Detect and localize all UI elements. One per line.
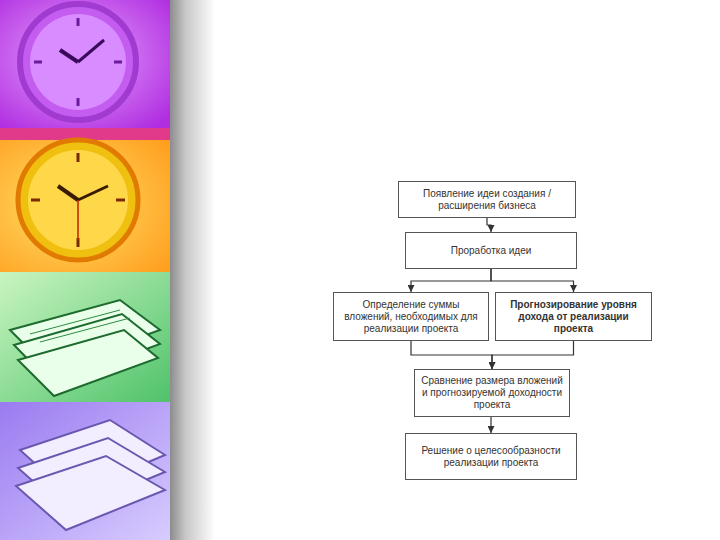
process-box: Проработка идеи <box>405 232 577 269</box>
box-text: Проработка идеи <box>451 245 532 257</box>
flow-arrow <box>492 341 574 369</box>
flow-arrow <box>490 417 491 433</box>
flow-arrow <box>411 269 491 292</box>
flow-arrow <box>411 341 492 369</box>
flow-arrow <box>487 218 491 232</box>
process-box: Определение суммы вложений, необходимых … <box>333 292 489 341</box>
box-text: Прогнозирование уровня дохода от реализа… <box>501 299 646 335</box>
box-text: Появление идеи создания / расширения биз… <box>404 188 570 212</box>
box-text: Определение суммы вложений, необходимых … <box>339 299 483 335</box>
box-text: Решение о целесообразности реализации пр… <box>411 445 571 469</box>
photo-strip <box>0 0 215 540</box>
process-box: Сравнение размера вложений и прогнозируе… <box>414 369 570 417</box>
box-text: Сравнение размера вложений и прогнозируе… <box>420 375 564 411</box>
flow-arrow <box>491 269 574 292</box>
process-box: Появление идеи создания / расширения биз… <box>398 181 576 218</box>
process-box: Прогнозирование уровня дохода от реализа… <box>495 292 652 341</box>
process-box: Решение о целесообразности реализации пр… <box>405 433 577 480</box>
